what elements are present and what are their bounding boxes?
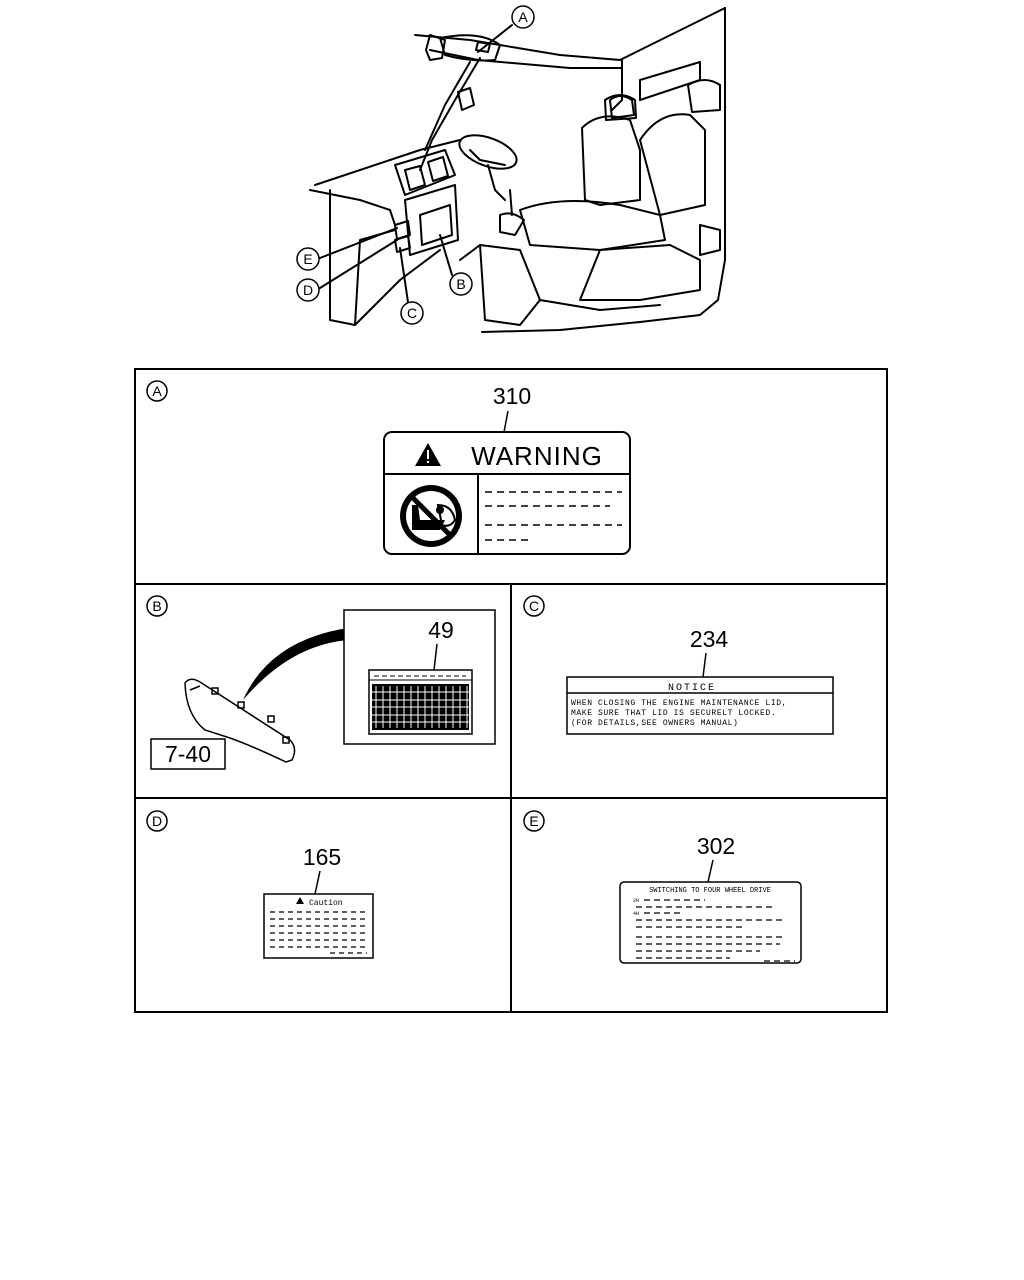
caution-triangle-icon [296,897,304,904]
ref-number-7-40: 7-40 [165,741,211,767]
four-wheel-drive-label: SWITCHING TO FOUR WHEEL DRIVE 2H 4H [619,881,802,964]
panel-c: C 234 NOTICE WHEN CLOSING THE ENGINE MAI… [523,595,834,735]
panel-e: E 302 SWITCHING TO FOUR WHEEL DRIVE 2H 4… [523,810,802,964]
notice-heading: NOTICE [668,683,716,694]
glove-box-lid [184,678,296,763]
label-grid [134,368,888,1013]
panel-a: A 310 WARNING [146,380,631,555]
svg-text:D: D [303,282,313,298]
callout-c: C [400,301,424,325]
caution-label: Caution [263,893,374,959]
warning-label-heading: WARNING [471,441,603,471]
label-49 [368,669,473,735]
fwd-row-mark-4h: 4H [633,911,639,917]
warning-text-lines [485,491,622,541]
panel-b-letter: B [152,598,161,614]
svg-text:E: E [303,251,312,267]
svg-text:C: C [407,305,417,321]
notice-line-2: MAKE SURE THAT LID IS SECURELT LOCKED. [571,709,776,718]
notice-line-1: WHEN CLOSING THE ENGINE MAINTENANCE LID, [571,699,787,708]
panel-d: D 165 Caution [146,810,374,959]
svg-text:B: B [456,276,465,292]
part-number-234: 234 [690,626,729,652]
fwd-heading: SWITCHING TO FOUR WHEEL DRIVE [649,887,771,895]
fwd-text-lines [636,899,795,962]
cab-illustration [309,7,726,333]
callout-a: A [511,5,535,29]
panel-d-letter: D [152,813,162,829]
callout-e: E [296,247,320,271]
fwd-row-mark-2h: 2H [633,898,639,904]
warning-label: WARNING [383,431,631,555]
part-number-302: 302 [697,833,735,859]
notice-line-3: (FOR DETAILS,SEE OWNERS MANUAL) [571,719,738,728]
panel-e-letter: E [529,813,538,829]
panel-b: B 7-40 49 [146,595,496,770]
callout-b: B [449,272,473,296]
panel-c-letter: C [529,598,539,614]
callout-d: D [296,278,320,302]
caution-heading: Caution [309,899,343,908]
ref-7-40-box: 7-40 [150,738,226,770]
arrow-curve [243,628,348,700]
part-number-165: 165 [303,844,341,870]
notice-label: NOTICE WHEN CLOSING THE ENGINE MAINTENAN… [566,676,834,735]
part-number-310: 310 [493,383,531,409]
panel-a-letter: A [152,383,162,399]
part-number-49: 49 [428,617,454,643]
no-child-seat-icon [400,485,462,547]
svg-text:A: A [518,9,528,25]
